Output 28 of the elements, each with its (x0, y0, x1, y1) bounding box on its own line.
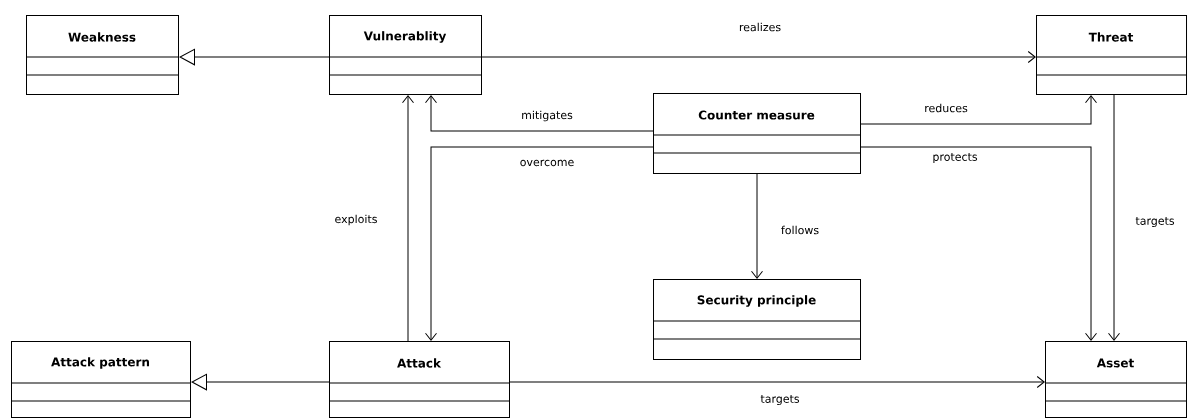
edge-label: mitigates (520, 109, 574, 123)
arrow (1108, 94, 1120, 341)
class-box: Security principle (652, 279, 861, 360)
arrow (191, 373, 330, 391)
edge-label: overcome (518, 158, 576, 168)
edge-label: realizes (737, 21, 783, 33)
arrow (425, 95, 654, 132)
edge-label: targets (1134, 216, 1176, 228)
edge-label: protects (931, 152, 979, 164)
edge-label: targets (759, 394, 801, 406)
edge-label: exploits (333, 213, 379, 227)
class-box: Vulnerablity (328, 15, 482, 95)
arrow (860, 146, 1097, 341)
edge-label: follows (779, 224, 821, 236)
arrow (402, 95, 414, 342)
arrow (860, 95, 1097, 125)
class-box: Threat (1035, 15, 1187, 95)
class-box: Counter measure (652, 93, 861, 174)
arrow (425, 146, 654, 341)
edge-label: reduces (923, 102, 969, 114)
class-box: Weakness (25, 15, 179, 95)
arrow (751, 173, 763, 279)
arrow (179, 48, 330, 66)
class-box: Asset (1044, 341, 1187, 418)
arrow (509, 376, 1045, 388)
arrow (481, 51, 1036, 63)
class-box: Attack (328, 341, 510, 418)
class-box: Attack pattern (10, 341, 191, 418)
